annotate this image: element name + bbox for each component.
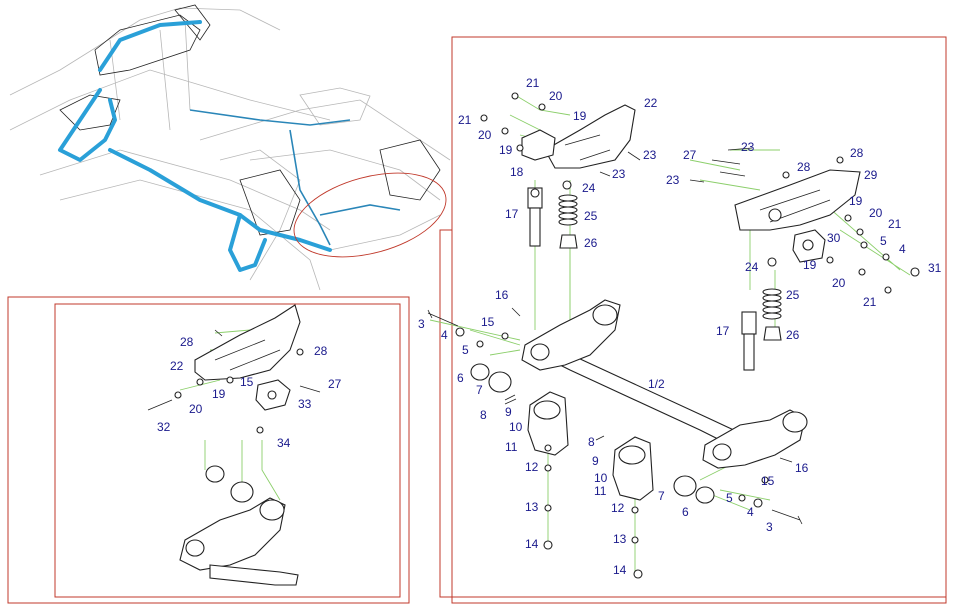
- callout: 13: [525, 500, 539, 514]
- callout: 13: [613, 532, 627, 546]
- callout: 15: [761, 474, 775, 488]
- main-callouts: 21 20 19 22 21 20 19 23 18 24 23 17 25 2…: [418, 76, 942, 577]
- callout: 23: [741, 140, 755, 154]
- callout: 8: [480, 408, 487, 422]
- callout: 19: [573, 109, 587, 123]
- callout: 10: [594, 471, 608, 485]
- callout: 15: [481, 315, 495, 329]
- callout: 22: [644, 96, 658, 110]
- inset-callouts: 28 28 22 15 19 27 33 20 32 34: [157, 335, 342, 450]
- callout: 31: [928, 261, 942, 275]
- callout: 26: [584, 236, 598, 250]
- callout: 7: [476, 383, 483, 397]
- callout: 19: [849, 194, 863, 208]
- inset-parts: [147, 304, 321, 586]
- callout: 20: [189, 402, 203, 416]
- callout: 21: [863, 295, 877, 309]
- spring-lower: [762, 288, 782, 320]
- callout: 3: [418, 317, 425, 331]
- callout: 1/2: [648, 377, 665, 391]
- main-exploded-parts: [427, 92, 920, 579]
- callout: 25: [786, 288, 800, 302]
- callout: 16: [795, 461, 809, 475]
- callout: 9: [592, 454, 599, 468]
- callout: 8: [588, 435, 595, 449]
- callout: 9: [505, 405, 512, 419]
- callout: 11: [505, 440, 518, 454]
- callout: 17: [505, 207, 519, 221]
- callout: 25: [584, 209, 598, 223]
- callout: 20: [478, 128, 492, 142]
- callout: 7: [658, 489, 665, 503]
- callout: 17: [716, 324, 730, 338]
- callout: 12: [611, 501, 625, 515]
- callout: 28: [850, 146, 864, 160]
- callout: 28: [797, 160, 811, 174]
- callout: 21: [458, 113, 472, 127]
- callout: 4: [899, 242, 906, 256]
- callout: 5: [462, 343, 469, 357]
- callout: 33: [298, 397, 312, 411]
- callout: 4: [441, 328, 448, 342]
- callout: 34: [277, 436, 291, 450]
- callout: 26: [786, 328, 800, 342]
- vehicle-overview: [9, 4, 451, 291]
- callout: 15: [240, 375, 254, 389]
- callout: 3: [766, 520, 773, 534]
- callout: 28: [180, 335, 194, 349]
- callout: 16: [495, 288, 509, 302]
- callout: 10: [509, 420, 523, 434]
- callout: 22: [170, 359, 184, 373]
- callout: 29: [864, 168, 878, 182]
- callout: 20: [832, 276, 846, 290]
- callout: 23: [612, 167, 626, 181]
- callout: 21: [526, 76, 540, 90]
- callout: 18: [510, 165, 524, 179]
- callout: 19: [212, 387, 226, 401]
- callout: 5: [726, 491, 733, 505]
- callout: 20: [549, 89, 563, 103]
- inset-inner-border: [54, 303, 401, 598]
- callout: 11: [594, 484, 607, 498]
- callout: 19: [803, 258, 817, 272]
- callout: 19: [499, 143, 513, 157]
- inset-border: [7, 296, 410, 604]
- callout: 20: [869, 206, 883, 220]
- callout: 24: [582, 181, 596, 195]
- callout: 27: [328, 377, 342, 391]
- callout: 5: [880, 234, 887, 248]
- callout: 23: [643, 148, 657, 162]
- callout: 14: [613, 563, 627, 577]
- callout: 6: [682, 505, 689, 519]
- callout: 30: [827, 231, 841, 245]
- callout: 21: [888, 217, 902, 231]
- callout: 27: [683, 148, 697, 162]
- callout: 24: [745, 260, 759, 274]
- callout: 32: [157, 420, 171, 434]
- callout: 4: [747, 505, 754, 519]
- callout: 14: [525, 537, 539, 551]
- callout: 23: [666, 173, 680, 187]
- spring-upper: [558, 194, 578, 226]
- callout: 12: [525, 460, 539, 474]
- callout: 28: [314, 344, 328, 358]
- main-view-border: [451, 36, 947, 604]
- callout: 6: [457, 371, 464, 385]
